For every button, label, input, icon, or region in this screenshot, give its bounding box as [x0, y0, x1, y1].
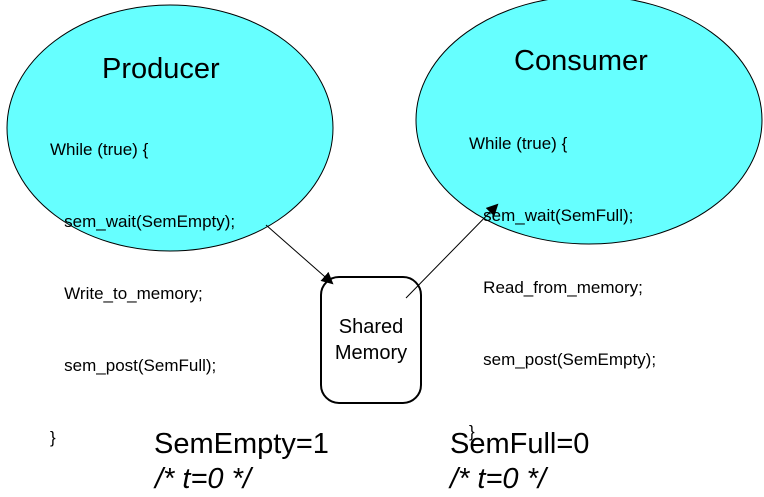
producer-to-memory-arrow [265, 224, 334, 285]
consumer-code-line: sem_wait(SemFull); [469, 206, 634, 225]
memory-to-consumer-arrow [405, 203, 499, 299]
producer-code-line: While (true) { [50, 140, 149, 159]
sem-full-label: SemFull=0 [450, 428, 590, 460]
shared-memory-label: Shared Memory [321, 314, 421, 366]
sem-empty-comment: /* t=0 */ [155, 463, 251, 495]
consumer-title: Consumer [514, 45, 648, 77]
consumer-code: While (true) { sem_wait(SemFull); Read_f… [469, 84, 656, 468]
producer-code-line: sem_wait(SemEmpty); [50, 212, 236, 231]
consumer-code-line: While (true) { [469, 134, 568, 153]
producer-code-line: sem_post(SemFull); [50, 356, 217, 375]
shared-memory-label-line1: Shared [338, 316, 404, 338]
producer-title: Producer [102, 53, 220, 85]
sem-full-comment: /* t=0 */ [450, 463, 546, 495]
producer-code-line: } [50, 428, 56, 447]
producer-code: While (true) { sem_wait(SemEmpty); Write… [50, 90, 235, 474]
consumer-ellipse [415, 0, 763, 245]
sem-empty-label: SemEmpty=1 [154, 428, 329, 460]
consumer-code-line: Read_from_memory; [469, 278, 643, 297]
consumer-code-line: sem_post(SemEmpty); [469, 350, 657, 369]
consumer-code-line: } [469, 422, 475, 441]
shared-memory-box [320, 276, 422, 404]
shared-memory-label-line2: Memory [334, 342, 408, 364]
producer-ellipse [6, 4, 334, 252]
producer-code-line: Write_to_memory; [50, 284, 203, 303]
